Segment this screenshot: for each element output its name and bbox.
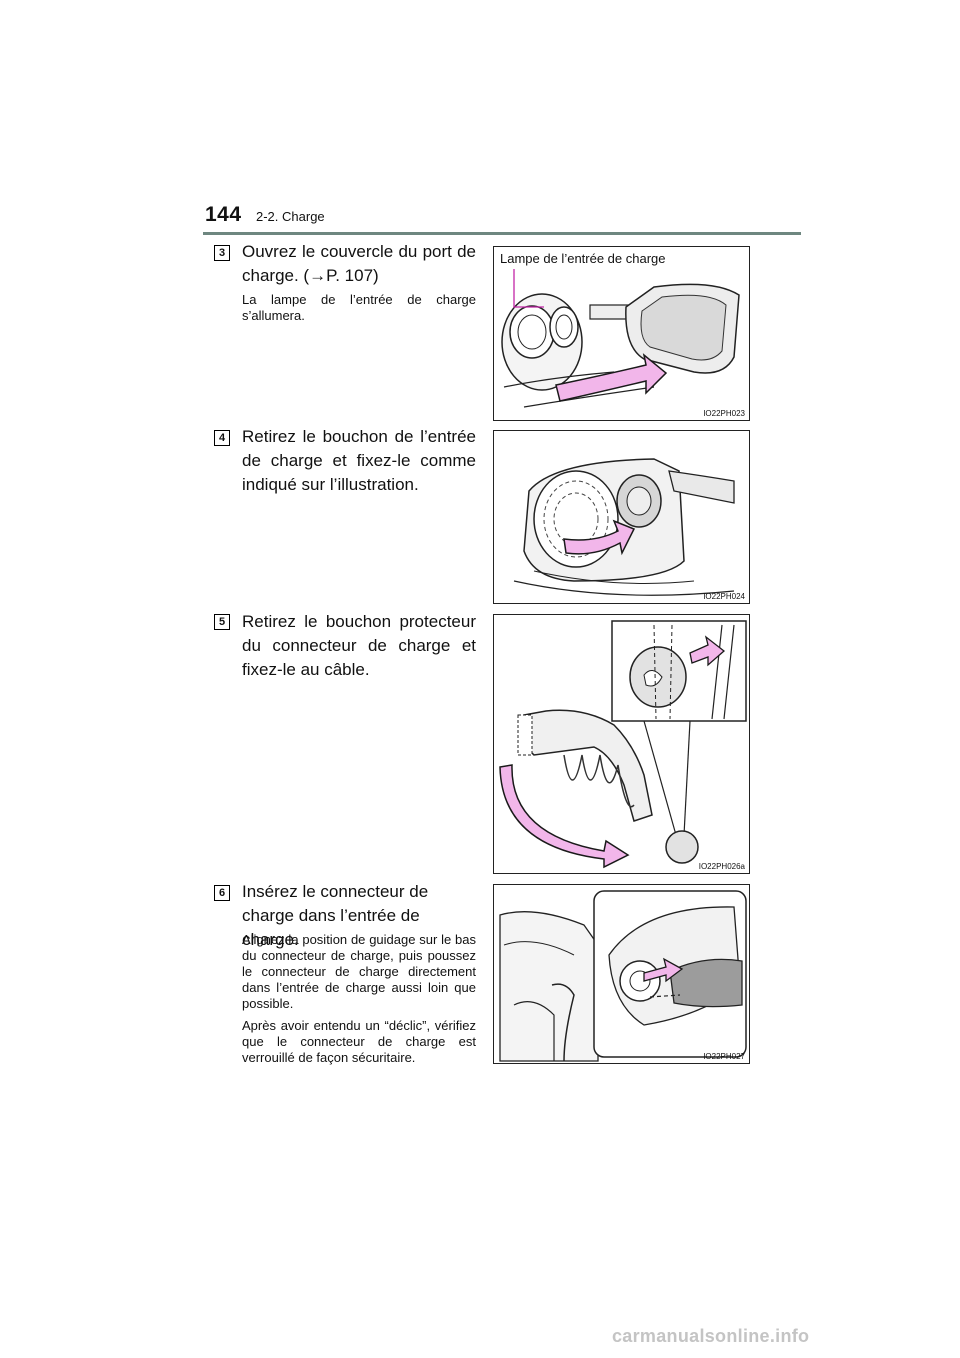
section-title: 2-2. Charge <box>256 209 325 224</box>
step-number-3: 3 <box>214 245 230 261</box>
figure-callout-lamp: Lampe de l’entrée de charge <box>500 251 666 266</box>
figure-charge-port-lid: Lampe de l’entrée de charge IO22PH023 <box>493 246 750 421</box>
step-4-title: Retirez le bouchon de l’entrée de charge… <box>242 427 476 494</box>
connector-cap-illustration <box>499 620 747 869</box>
watermark: carmanualsonline.info <box>612 1326 810 1346</box>
page-number: 144 <box>205 203 242 226</box>
step-number-5: 5 <box>214 614 230 630</box>
step-5-title: Retirez le bouchon protecteur du connect… <box>242 612 476 679</box>
header-rule <box>203 232 801 235</box>
step-3-title: Ouvrez le couvercle du port de charge. (… <box>242 242 476 285</box>
rotation-arrow-icon <box>555 353 668 402</box>
figure-remove-inlet-cap: IO22PH024 <box>493 430 750 604</box>
insert-arrow-icon <box>643 957 684 983</box>
push-arrow-icon <box>689 635 726 667</box>
figure-code: IO22PH024 <box>703 592 745 601</box>
curved-arrow-icon <box>499 764 630 869</box>
step-6-note-2: Après avoir entendu un “déclic”, vérifie… <box>242 1018 476 1065</box>
figure-code: IO22PH023 <box>703 409 745 418</box>
figure-code: IO22PH027 <box>703 1052 745 1061</box>
figure-insert-connector: IO22PH027 <box>493 884 750 1064</box>
figure-connector-protective-cap: IO22PH026a <box>493 614 750 874</box>
step-number-6: 6 <box>214 885 230 901</box>
step-6-title: Insérez le connecteur de charge dans l’e… <box>242 882 429 949</box>
rotation-arrow-icon <box>563 519 636 556</box>
figure-code: IO22PH026a <box>698 862 745 871</box>
step-3-note: La lampe de l’entrée de charge s’allumer… <box>242 292 476 323</box>
inlet-cap-illustration <box>513 458 735 596</box>
step-6-note-1: Alignez la position de guidage sur le ba… <box>242 932 476 1011</box>
step-number-4: 4 <box>214 430 230 446</box>
charge-port-lid-illustration <box>501 269 740 408</box>
insert-connector-illustration <box>499 890 747 1062</box>
